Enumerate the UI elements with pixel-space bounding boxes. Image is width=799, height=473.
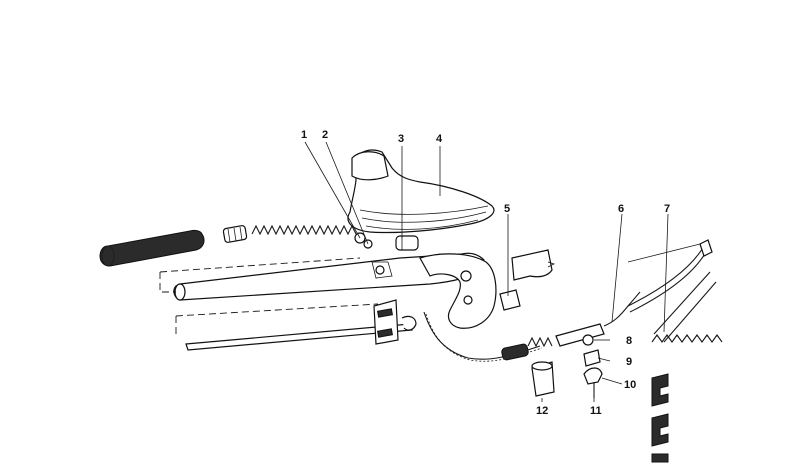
hand-brake-lever <box>173 252 497 329</box>
spacer-sleeve <box>222 225 248 243</box>
callout-10: 10 <box>624 379 636 391</box>
callout-11: 11 <box>590 405 602 417</box>
cable-conduits <box>627 239 723 343</box>
callout-3: 3 <box>398 133 404 145</box>
callout-6: 6 <box>618 203 624 215</box>
callout-7: 7 <box>664 203 670 215</box>
callout-12: 12 <box>536 405 548 417</box>
small-hardware <box>531 334 603 398</box>
pawl-rod <box>185 315 417 351</box>
callout-8: 8 <box>626 335 632 347</box>
callout-9: 9 <box>626 356 632 368</box>
pawl-plate <box>373 299 399 345</box>
callout-4: 4 <box>436 133 443 145</box>
assembly-guides <box>159 257 379 338</box>
callout-2: 2 <box>322 129 328 141</box>
ratchet-segment <box>499 249 556 311</box>
hand-grip <box>99 229 205 267</box>
bolt <box>395 235 419 251</box>
leader-lines <box>304 141 701 402</box>
brake-cable <box>423 291 641 362</box>
callout-5: 5 <box>504 203 510 215</box>
grip-spring <box>251 224 357 236</box>
release-pin <box>354 232 373 249</box>
corner-logo-mark <box>651 373 669 463</box>
callout-1: 1 <box>301 129 307 141</box>
boot-gaiter <box>347 149 495 234</box>
